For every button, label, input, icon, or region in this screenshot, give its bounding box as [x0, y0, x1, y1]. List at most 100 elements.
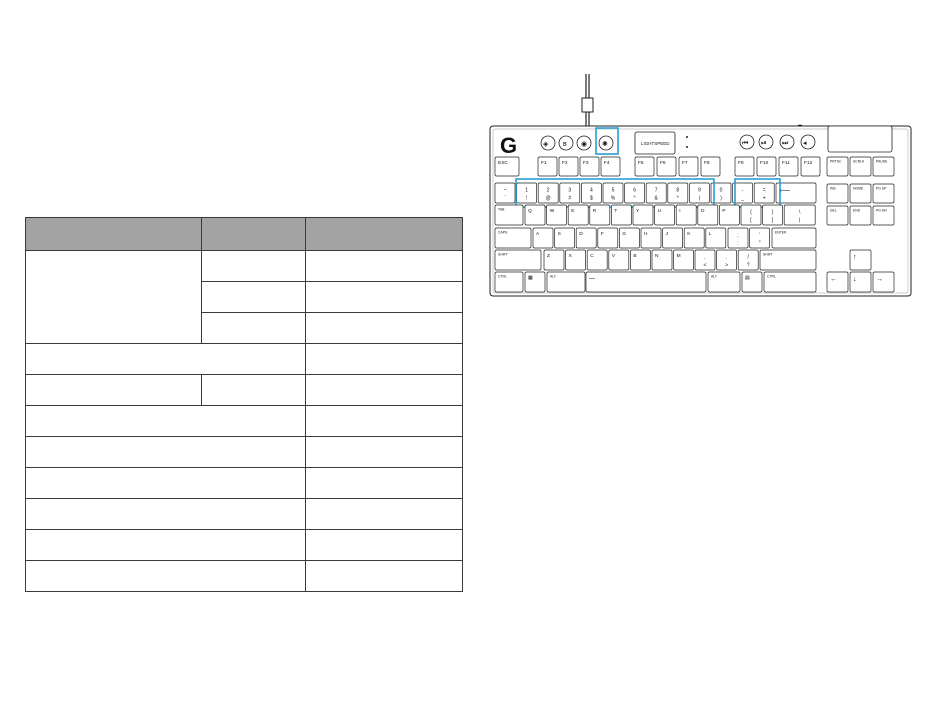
- key-d[interactable]: D: [575, 227, 597, 249]
- key-f[interactable]: F: [597, 227, 619, 249]
- key-i[interactable]: I: [675, 204, 697, 226]
- key-g[interactable]: G: [619, 227, 640, 249]
- key-bracket[interactable]: \|: [783, 204, 816, 226]
- key-z[interactable]: Z: [543, 249, 565, 271]
- key-h[interactable]: H: [640, 227, 662, 249]
- key-right-alt[interactable]: ALT: [707, 271, 741, 293]
- key-c[interactable]: C: [586, 249, 608, 271]
- key-s[interactable]: S: [554, 227, 575, 249]
- previous-track-button[interactable]: ⏮: [739, 134, 755, 150]
- bluetooth-button[interactable]: ʙ: [558, 135, 574, 151]
- key-v[interactable]: V: [608, 249, 630, 271]
- key-windows[interactable]: ▦: [524, 271, 546, 293]
- key-number[interactable]: -_: [732, 182, 753, 204]
- key-right-shift[interactable]: SHIFT: [759, 249, 817, 271]
- key-ins[interactable]: INS: [826, 183, 849, 204]
- key-punct[interactable]: .>: [716, 249, 737, 271]
- key-prtsc[interactable]: PRTSC: [826, 156, 849, 177]
- key-l[interactable]: L: [705, 227, 727, 249]
- key-number[interactable]: 1!: [516, 182, 537, 204]
- key-punct[interactable]: ;:: [727, 227, 749, 249]
- key-number[interactable]: 2@: [537, 182, 559, 204]
- key-pg-dn[interactable]: PG DN: [872, 205, 895, 226]
- key-u[interactable]: U: [654, 204, 675, 226]
- key-end[interactable]: END: [849, 205, 872, 226]
- key-x[interactable]: X: [565, 249, 586, 271]
- key-number[interactable]: 0): [710, 182, 732, 204]
- key-f3[interactable]: F3: [579, 156, 600, 177]
- key-number[interactable]: 8*: [667, 182, 689, 204]
- key-f4[interactable]: F4: [600, 156, 621, 177]
- play-pause-button[interactable]: ⏯: [758, 134, 774, 150]
- key-label-bottom: *: [677, 195, 679, 201]
- next-track-button[interactable]: ⏭: [779, 134, 795, 150]
- key-arrow-left[interactable]: ←: [826, 271, 849, 293]
- key-del[interactable]: DEL: [826, 205, 849, 226]
- key-f8[interactable]: F8: [700, 156, 721, 177]
- key-pause[interactable]: PAUSE: [872, 156, 895, 177]
- key-arrow-down[interactable]: ↓: [849, 271, 872, 293]
- brightness-button[interactable]: ✺: [598, 135, 614, 151]
- key-j[interactable]: J: [662, 227, 683, 249]
- key-bracket[interactable]: }]: [762, 204, 783, 226]
- key-e[interactable]: E: [567, 204, 589, 226]
- wireless-button[interactable]: ◉: [576, 135, 592, 151]
- key-punct[interactable]: ,<: [694, 249, 716, 271]
- key-arrow-up[interactable]: ↑: [849, 249, 872, 271]
- mute-button[interactable]: ◂: [800, 134, 816, 150]
- key-space[interactable]: —: [585, 271, 707, 293]
- key-caps-lock[interactable]: CAPS: [494, 227, 532, 249]
- key-b[interactable]: B: [630, 249, 651, 271]
- key-number[interactable]: =+: [753, 182, 775, 204]
- key-tab[interactable]: TAB: [494, 204, 524, 226]
- key-scrlk[interactable]: SCRLK: [849, 156, 872, 177]
- key-enter[interactable]: ENTER: [771, 227, 817, 249]
- key-number[interactable]: 6^: [624, 182, 645, 204]
- lightspeed-button[interactable]: [634, 131, 676, 155]
- key-bracket[interactable]: {[: [740, 204, 762, 226]
- key-number[interactable]: 4$: [581, 182, 602, 204]
- key-o[interactable]: O: [697, 204, 719, 226]
- key-f12[interactable]: F12: [800, 156, 821, 177]
- key-home[interactable]: HOME: [849, 183, 872, 204]
- volume-roller[interactable]: [827, 125, 893, 153]
- game-mode-button[interactable]: ◈: [540, 135, 556, 151]
- key-m[interactable]: M: [673, 249, 694, 271]
- key-punct[interactable]: /?: [737, 249, 759, 271]
- key-k[interactable]: K: [683, 227, 705, 249]
- key-left-shift[interactable]: SHIFT: [494, 249, 542, 271]
- key-menu[interactable]: ▤: [741, 271, 763, 293]
- key-punct[interactable]: '": [749, 227, 770, 249]
- key-esc[interactable]: ESC: [494, 156, 520, 177]
- key-f1[interactable]: F1: [537, 156, 558, 177]
- key-t[interactable]: T: [611, 204, 632, 226]
- key-arrow-right[interactable]: →: [872, 271, 895, 293]
- key-number[interactable]: 9(: [689, 182, 710, 204]
- key-number[interactable]: ~`: [494, 182, 516, 204]
- key-label-top: ~: [504, 187, 507, 193]
- key-r[interactable]: R: [589, 204, 611, 226]
- key-f10[interactable]: F10: [756, 156, 777, 177]
- key-p[interactable]: P: [719, 204, 740, 226]
- key-left-ctrl[interactable]: CTRL: [494, 271, 524, 293]
- key-a[interactable]: A: [532, 227, 554, 249]
- key-q[interactable]: Q: [524, 204, 546, 226]
- key-right-ctrl[interactable]: CTRL: [763, 271, 817, 293]
- key-number[interactable]: 5%: [602, 182, 624, 204]
- key-f5[interactable]: F5: [634, 156, 655, 177]
- key-backspace[interactable]: ⟵: [775, 182, 817, 204]
- key-f7[interactable]: F7: [678, 156, 699, 177]
- key-pg-up[interactable]: PG UP: [872, 183, 895, 204]
- key-number[interactable]: 3#: [559, 182, 581, 204]
- key-number[interactable]: 7&: [645, 182, 667, 204]
- key-label: ⟵: [779, 186, 791, 195]
- key-f6[interactable]: F6: [656, 156, 677, 177]
- key-w[interactable]: W: [546, 204, 567, 226]
- key-f11[interactable]: F11: [778, 156, 799, 177]
- key-n[interactable]: N: [651, 249, 673, 271]
- key-left-alt[interactable]: ALT: [546, 271, 586, 293]
- key-f9[interactable]: F9: [734, 156, 755, 177]
- key-label: U: [658, 208, 662, 214]
- key-y[interactable]: Y: [632, 204, 654, 226]
- key-f2[interactable]: F2: [558, 156, 579, 177]
